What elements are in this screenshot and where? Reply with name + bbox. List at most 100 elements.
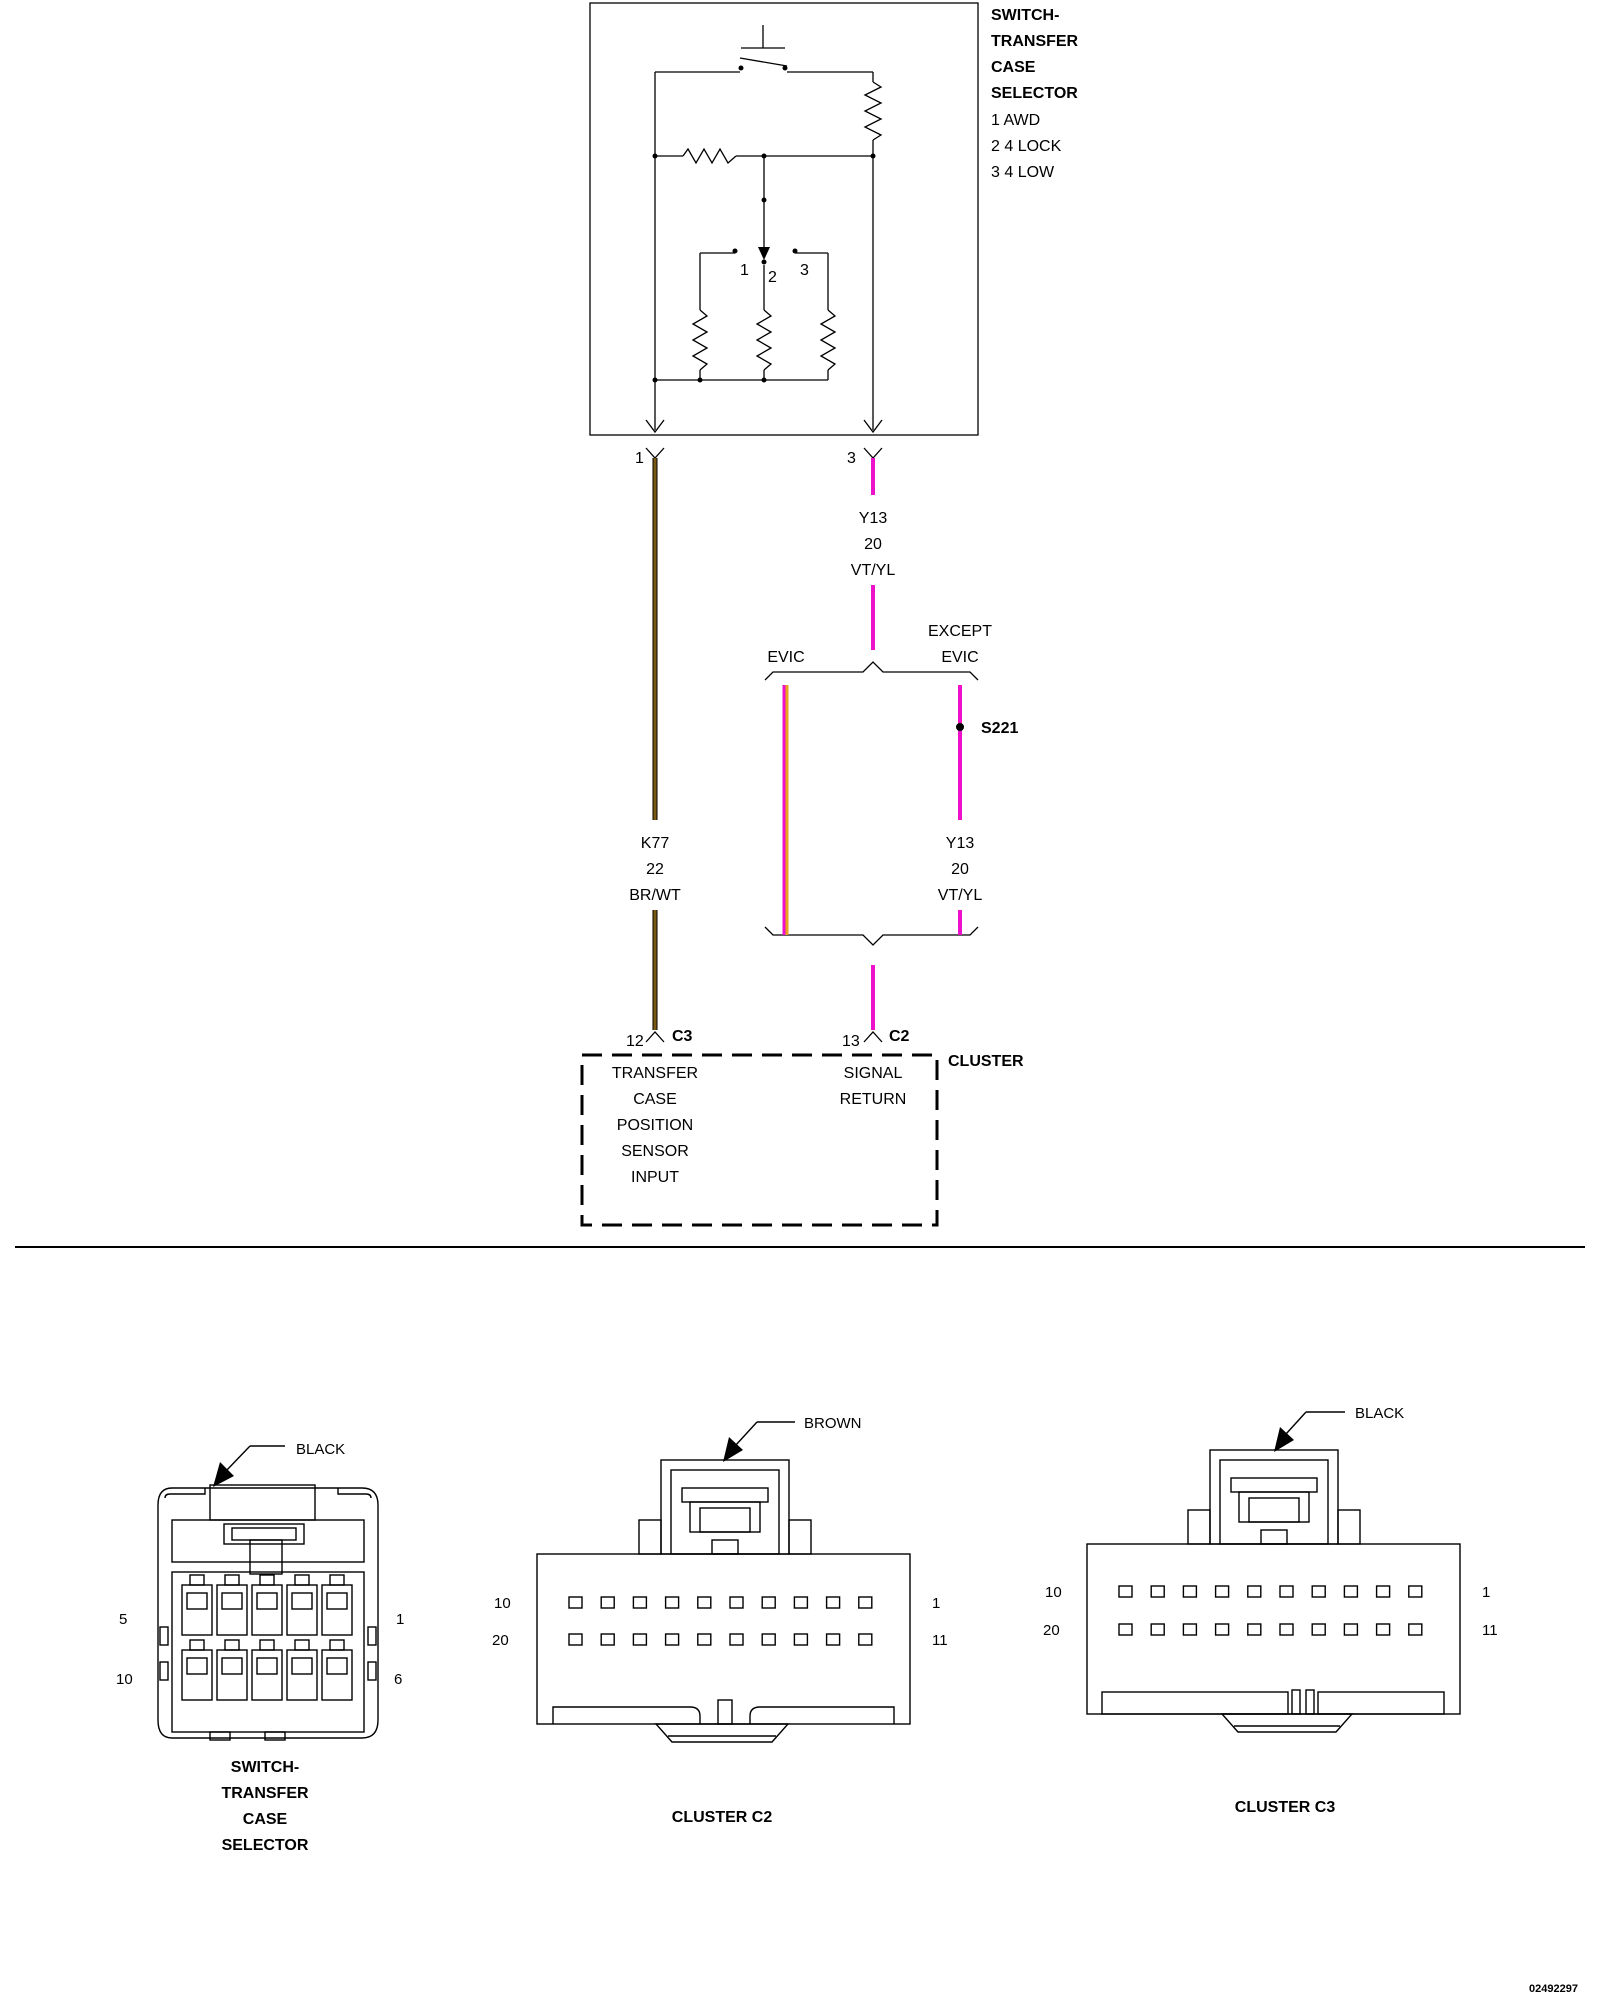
connector-c2-pin-11: 11 xyxy=(932,1632,948,1649)
c2-cavity xyxy=(632,1633,648,1646)
switch-cavity-terminal xyxy=(291,1657,313,1675)
c2-cavity xyxy=(600,1633,615,1646)
c2-cavity xyxy=(761,1596,776,1609)
contact-label-2: 2 xyxy=(768,269,777,286)
k77-gauge: 22 xyxy=(646,861,664,878)
cluster-left-function-4: SENSOR xyxy=(621,1143,689,1160)
switch-cavity-terminal xyxy=(221,1592,243,1610)
switch-cavity-post xyxy=(294,1639,310,1651)
switch-pin-1: 1 xyxy=(635,450,644,467)
cluster-left-function-5: INPUT xyxy=(631,1169,679,1186)
c3-cavity xyxy=(1311,1585,1326,1598)
c3-cavity xyxy=(1150,1623,1165,1636)
c3-cavity xyxy=(1343,1585,1359,1598)
c3-cavity xyxy=(1408,1585,1423,1598)
wire-evic xyxy=(782,685,789,935)
connector-c2-pin-20: 20 xyxy=(492,1632,509,1649)
cluster-right-function-1: SIGNAL xyxy=(844,1065,903,1082)
switch-cavity-post xyxy=(224,1574,240,1586)
switch-cavity-post xyxy=(189,1639,205,1651)
cluster-left-function-1: TRANSFER xyxy=(612,1065,698,1082)
switch-position-3: 3 4 LOW xyxy=(991,164,1055,181)
connector-c2-name: CLUSTER C2 xyxy=(672,1809,773,1826)
switch-cavity-terminal xyxy=(256,1592,278,1610)
c3-cavity xyxy=(1150,1585,1165,1598)
switch-cavity-post xyxy=(224,1639,240,1651)
c3-cavity xyxy=(1279,1623,1294,1636)
c3-cavity xyxy=(1214,1585,1230,1598)
connector-c3-pin-20: 20 xyxy=(1043,1622,1060,1639)
connector-switch-name-4: SELECTOR xyxy=(222,1837,309,1854)
switch-cavity-terminal xyxy=(291,1592,313,1610)
connector-c3-pin-11: 11 xyxy=(1482,1622,1498,1639)
c3-cavity xyxy=(1279,1585,1294,1598)
switch-cavity-terminal xyxy=(326,1592,348,1610)
c3-cavity xyxy=(1247,1585,1262,1598)
connector-c2-face xyxy=(536,1421,911,1743)
c2-cavity xyxy=(858,1633,873,1646)
k77-circuit: K77 xyxy=(641,835,670,852)
evic-label: EVIC xyxy=(767,649,804,666)
splice-label: S221 xyxy=(981,720,1018,737)
cluster-pin-12: 12 xyxy=(626,1033,644,1050)
c2-cavity xyxy=(664,1596,680,1609)
connector-switch-name-1: SWITCH- xyxy=(231,1759,299,1776)
c2-cavity xyxy=(632,1596,648,1609)
switch-cavity-terminal xyxy=(221,1657,243,1675)
switch-title-4: SELECTOR xyxy=(991,85,1078,102)
connector-c3-color: BLACK xyxy=(1355,1405,1404,1422)
connector-switch-pin-10: 10 xyxy=(116,1671,133,1688)
connector-switch-color: BLACK xyxy=(296,1441,345,1458)
switch-position-1: 1 AWD xyxy=(991,112,1040,129)
c2-cavity xyxy=(568,1596,583,1609)
switch-nodes xyxy=(652,65,876,383)
y13-top-color: VT/YL xyxy=(851,562,896,579)
c2-cavity xyxy=(697,1633,712,1646)
connector-c2-pin-10: 10 xyxy=(494,1595,511,1612)
connector-c3-pin-1: 1 xyxy=(1482,1584,1490,1601)
c3-cavity xyxy=(1311,1623,1326,1636)
c2-cavity xyxy=(825,1596,841,1609)
c2-cavity xyxy=(793,1596,809,1609)
c3-cavity xyxy=(1118,1585,1133,1598)
connector-c3-cavities xyxy=(1118,1585,1423,1636)
switch-cavity-terminal xyxy=(186,1592,208,1610)
switch-cavity-post xyxy=(294,1574,310,1586)
y13-top-gauge: 20 xyxy=(864,536,882,553)
connector-switch-cavities xyxy=(181,1574,353,1701)
c3-cavity xyxy=(1182,1585,1198,1598)
c2-cavity xyxy=(761,1633,776,1646)
switch-cavity-post xyxy=(329,1574,345,1586)
c2-cavity xyxy=(825,1633,841,1646)
switch-cavity-terminal xyxy=(256,1657,278,1675)
switch-cavity-post xyxy=(189,1574,205,1586)
connector-switch-pin-6: 6 xyxy=(394,1671,402,1688)
switch-cavity-post xyxy=(259,1639,275,1651)
cluster-left-function-3: POSITION xyxy=(617,1117,693,1134)
option-bracket-top xyxy=(764,661,979,946)
connector-switch-pin-1: 1 xyxy=(396,1611,404,1628)
cluster-box xyxy=(580,1053,939,1227)
c3-cavity xyxy=(1375,1623,1391,1636)
connector-switch-name-3: CASE xyxy=(243,1811,288,1828)
c3-cavity xyxy=(1375,1585,1391,1598)
c2-cavity xyxy=(858,1596,873,1609)
cluster-conn-c3: C3 xyxy=(672,1028,693,1045)
splice-dot xyxy=(956,723,964,731)
cluster-conn-c2: C2 xyxy=(889,1028,910,1045)
y13-bottom-gauge: 20 xyxy=(951,861,969,878)
k77-color: BR/WT xyxy=(629,887,681,904)
c3-cavity xyxy=(1343,1623,1359,1636)
c2-cavity xyxy=(664,1633,680,1646)
switch-position-2: 2 4 LOCK xyxy=(991,138,1062,155)
cluster-pins xyxy=(645,1031,883,1043)
connector-switch-pin-5: 5 xyxy=(119,1611,127,1628)
switch-title-1: SWITCH- xyxy=(991,7,1059,24)
c3-cavity xyxy=(1182,1623,1198,1636)
c2-cavity xyxy=(568,1633,583,1646)
connector-switch-name-2: TRANSFER xyxy=(221,1785,309,1802)
c2-cavity xyxy=(729,1596,744,1609)
switch-title-2: TRANSFER xyxy=(991,33,1079,50)
connector-c2-pin-1: 1 xyxy=(932,1595,940,1612)
